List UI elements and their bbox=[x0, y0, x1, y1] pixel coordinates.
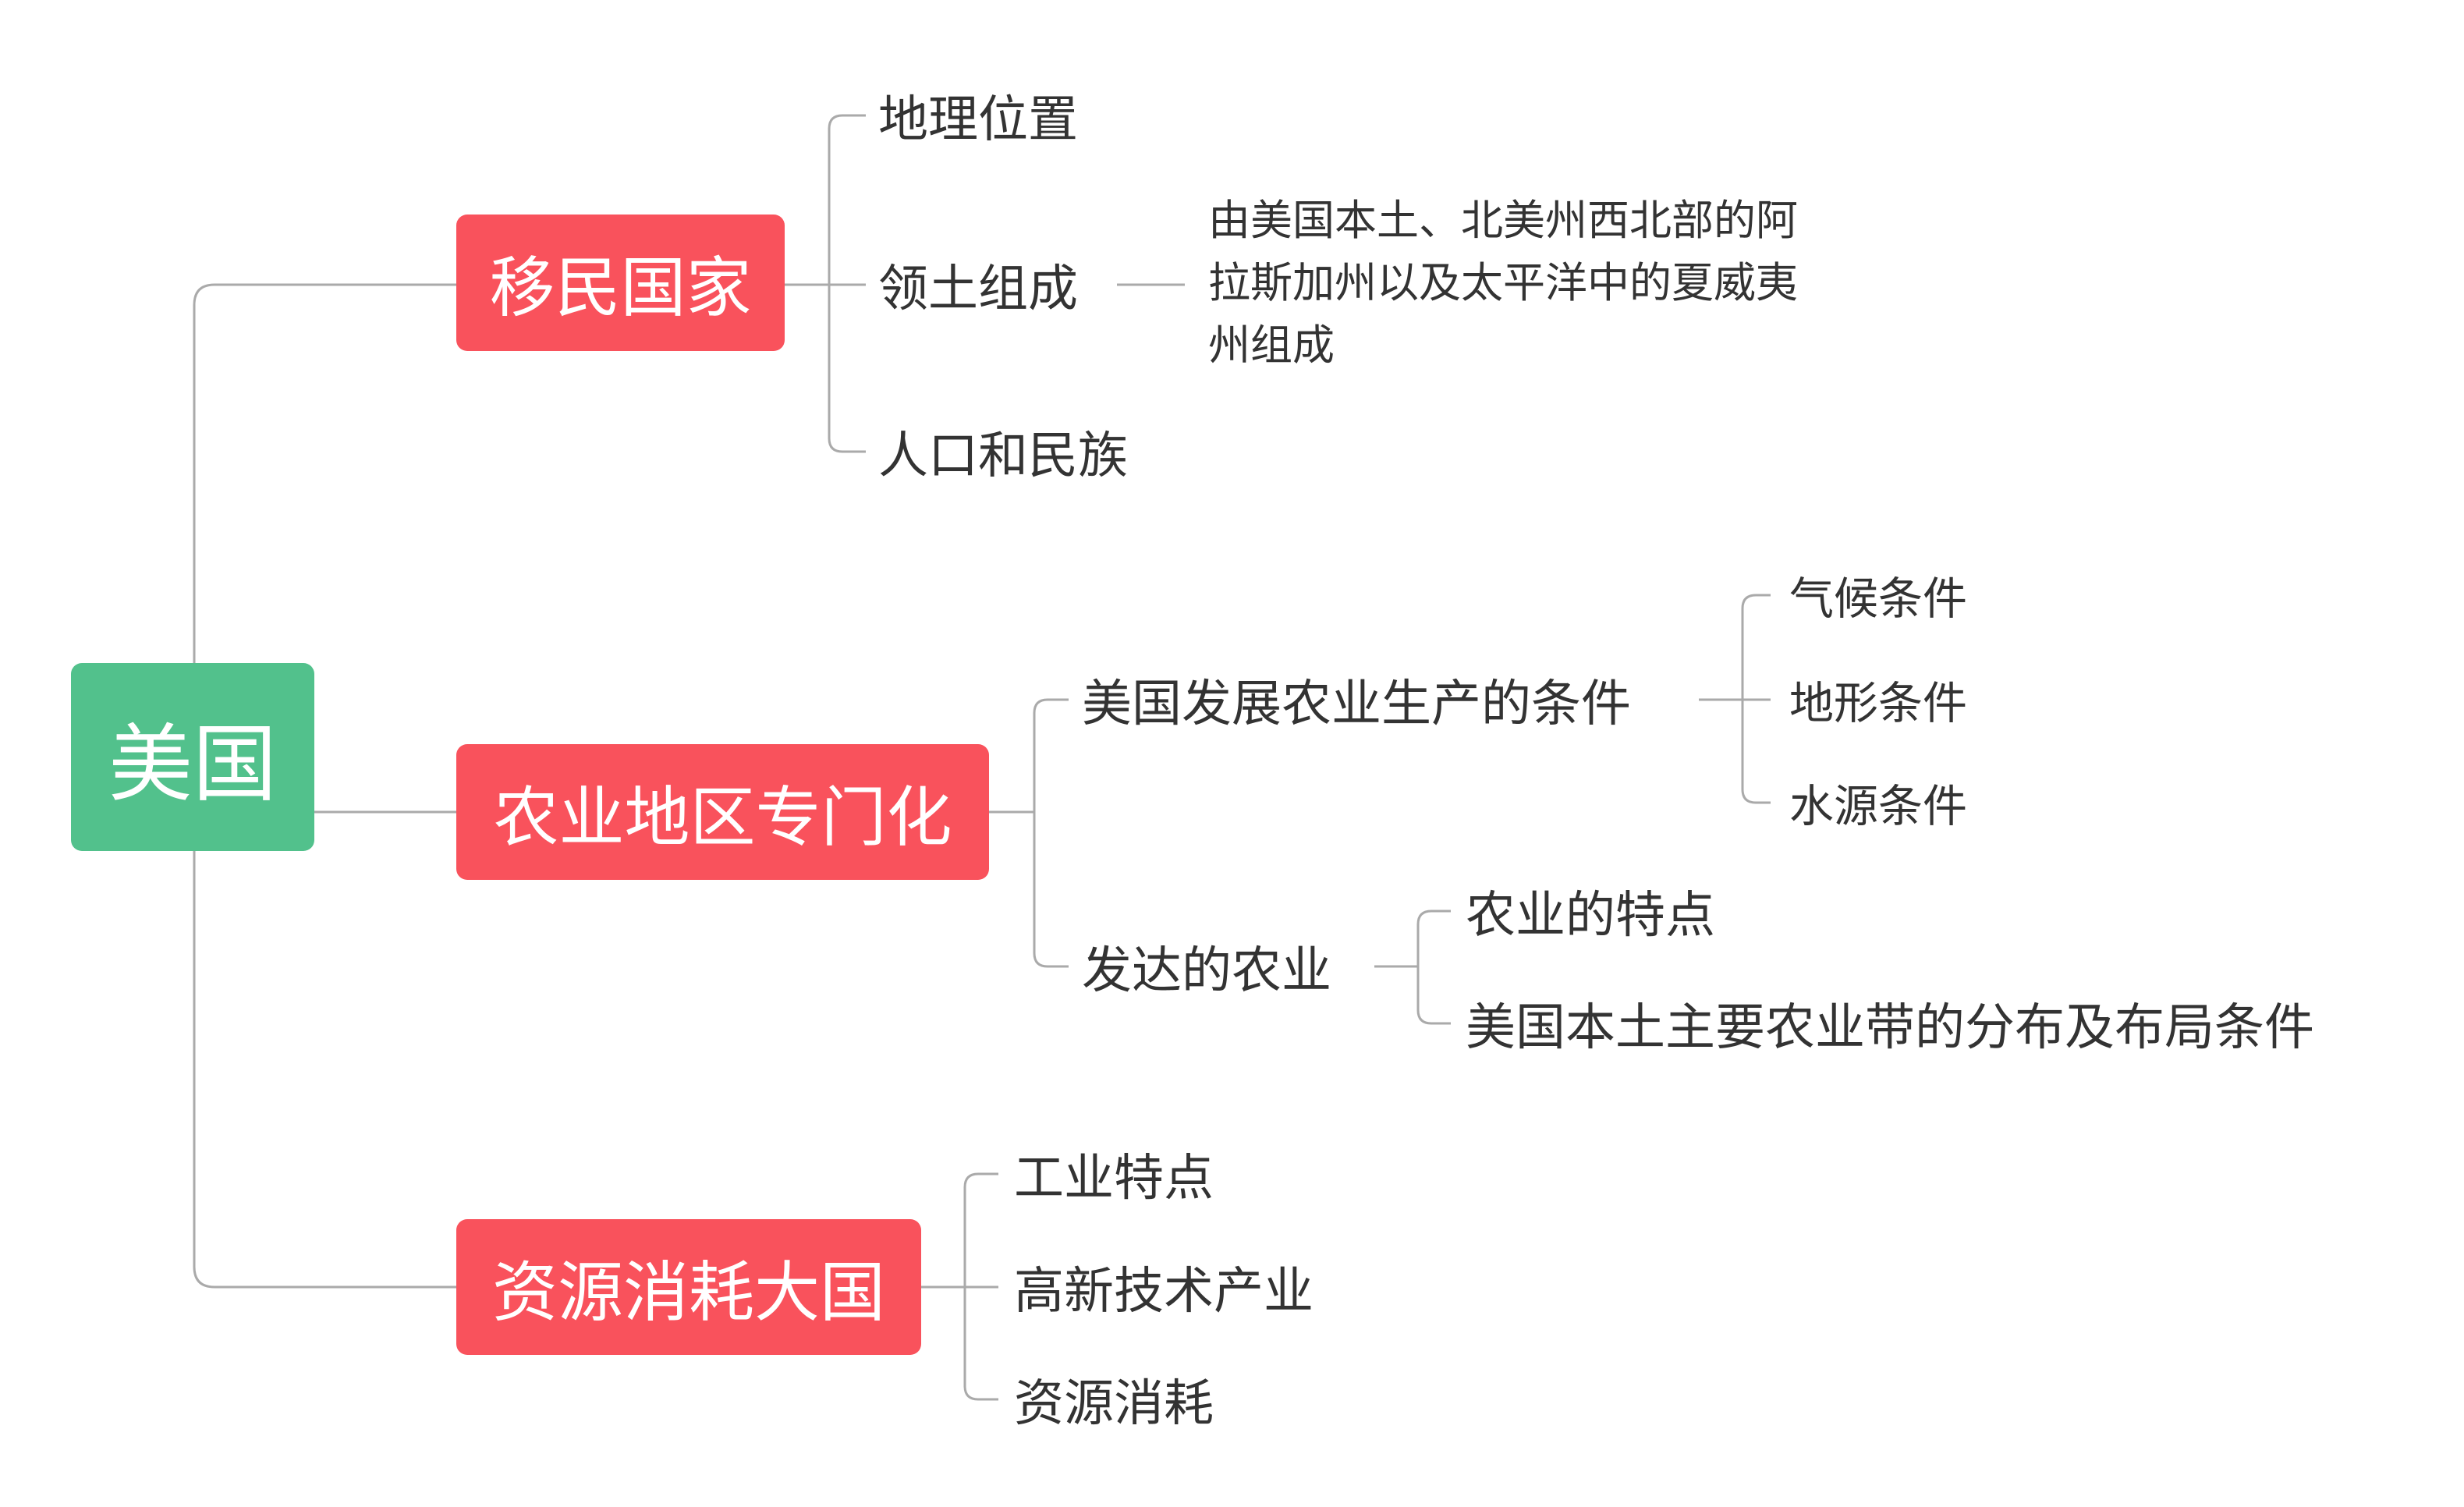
topic-terrain[interactable]: 地形条件 bbox=[1789, 678, 1967, 729]
topic-industry[interactable]: 工业特点 bbox=[1014, 1150, 1214, 1207]
branch-label: 农业地区专门化 bbox=[493, 778, 952, 856]
agriculture-bracket bbox=[1416, 910, 1451, 1025]
topic-resource-consumption[interactable]: 资源消耗 bbox=[1014, 1375, 1214, 1433]
topic-geography[interactable]: 地理位置 bbox=[878, 91, 1078, 149]
root-node[interactable]: 美国 bbox=[71, 663, 314, 851]
topic-territory[interactable]: 领土组成 bbox=[878, 261, 1078, 318]
topic-water[interactable]: 水源条件 bbox=[1789, 781, 1967, 832]
topic-agri-features[interactable]: 农业的特点 bbox=[1466, 887, 1715, 945]
branch-node-agriculture[interactable]: 农业地区专门化 bbox=[456, 744, 989, 880]
root-label: 美国 bbox=[108, 715, 277, 814]
branch1-bracket bbox=[828, 114, 866, 453]
topic-population[interactable]: 人口和民族 bbox=[878, 427, 1128, 485]
topic-hightech[interactable]: 高新技术产业 bbox=[1014, 1263, 1314, 1321]
topic-climate[interactable]: 气候条件 bbox=[1789, 573, 1967, 625]
branch-node-immigrant-country[interactable]: 移民国家 bbox=[456, 215, 785, 351]
branch-label: 移民国家 bbox=[489, 250, 752, 326]
branch2-bracket bbox=[1033, 698, 1069, 968]
topic-agri-conditions[interactable]: 美国发展农业生产的条件 bbox=[1082, 675, 1631, 733]
territory-note: 由美国本土、北美州西北部的阿拉斯加州以及太平洋中的夏威夷州组成 bbox=[1208, 196, 1798, 370]
branch-label: 资源消耗大国 bbox=[491, 1253, 885, 1331]
branch-node-resources[interactable]: 资源消耗大国 bbox=[456, 1219, 921, 1355]
conditions-bracket bbox=[1741, 594, 1771, 804]
topic-developed-agri[interactable]: 发达的农业 bbox=[1082, 942, 1331, 1000]
branch3-bracket bbox=[963, 1172, 998, 1401]
topic-agri-belts[interactable]: 美国本土主要农业带的分布及布局条件 bbox=[1466, 999, 2314, 1057]
